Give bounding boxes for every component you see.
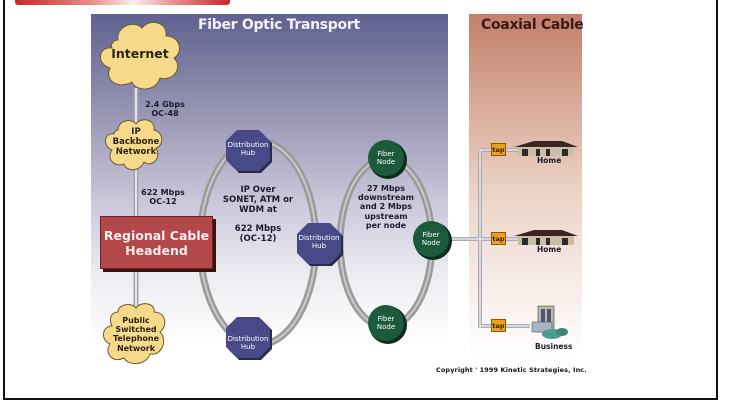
ip-backbone-cloud-icon	[105, 119, 163, 171]
pstn-label-line: Network	[116, 343, 156, 353]
node-ring-description-line: downstream	[358, 193, 414, 203]
fiber-node-top-label: Fiber Node	[366, 150, 406, 166]
headend-label-line: Headend	[125, 242, 188, 258]
distribution-hub-top-label: Distribution Hub	[222, 141, 274, 157]
distribution-hub-bottom-label: Distribution Hub	[222, 335, 274, 351]
distribution-hub-middle-icon	[297, 223, 343, 266]
internet-label: Internet	[111, 46, 169, 61]
fiber-node-right-icon	[413, 221, 452, 260]
ring-description-line: (OC-12)	[239, 234, 277, 245]
fiber-node-right-label: Fiber Node	[411, 231, 451, 247]
node-ring-bandwidth-description: 27 Mbps downstream and 2 Mbps upstream p…	[350, 184, 422, 230]
node-label-line: Node	[376, 158, 396, 167]
hub-label-line: Hub	[240, 149, 256, 158]
home-label: Home	[537, 156, 562, 165]
node-label-line: Node	[376, 323, 396, 332]
node-ring-description-line: 27 Mbps	[366, 184, 406, 193]
hub-label-line: Distribution	[298, 234, 340, 242]
ring-description-line: 622 Mbps	[234, 224, 282, 235]
business-building-icon	[531, 305, 568, 339]
fiber-node-bottom-label: Fiber Node	[366, 315, 406, 331]
copyright-notice: Copyright ' 1999 Kinetic Strategies, Inc…	[436, 366, 587, 374]
link-standard: OC-48	[151, 109, 179, 119]
node-ring-description-line: per node	[365, 220, 407, 230]
link-standard: OC-12	[149, 197, 177, 207]
distribution-hub-bottom-icon	[226, 317, 272, 360]
node-label-line: Node	[421, 239, 441, 248]
ring-description-line: SONET, ATM or	[222, 194, 294, 205]
ip-backbone-label: IP Backbone Network	[106, 127, 166, 157]
ip-backbone-label-line: Network	[115, 146, 157, 157]
internet-cloud-icon	[100, 21, 181, 90]
node-label-line: Fiber	[377, 315, 395, 323]
regional-cable-headend: Regional Cable Headend	[100, 216, 213, 269]
link-speed: 2.4 Gbps	[145, 100, 185, 109]
coax-section-title: Coaxial Cable	[481, 17, 584, 33]
node-ring-description-line: upstream	[364, 211, 408, 221]
pstn-cloud-icon	[103, 303, 166, 364]
fiber-section-title: Fiber Optic Transport	[198, 17, 360, 33]
pstn-label: Public Switched Telephone Network	[104, 316, 168, 353]
home-icon	[514, 230, 578, 245]
backbone-headend-link-label: 622 Mbps OC-12	[138, 188, 188, 206]
pstn-label-line: Public	[122, 316, 150, 325]
hub-label-line: Distribution	[227, 335, 269, 343]
link-speed: 622 Mbps	[141, 188, 185, 197]
ip-backbone-label-line: Backbone	[112, 136, 160, 147]
distribution-hub-middle-label: Distribution Hub	[293, 234, 345, 250]
node-label-line: Fiber	[422, 231, 440, 239]
hub-label-line: Hub	[311, 242, 327, 251]
hub-label-line: Distribution	[227, 141, 269, 149]
node-label-line: Fiber	[377, 150, 395, 158]
headend-label-line: Regional Cable	[103, 227, 210, 243]
ring-description-line: IP Over	[240, 185, 276, 195]
tap-icon: tap	[491, 232, 506, 245]
tap-icon: tap	[491, 319, 506, 332]
internet-backbone-link-label: 2.4 Gbps OC-48	[140, 100, 190, 118]
ring-protocol-description: IP Over SONET, ATM or WDM at 622 Mbps (O…	[213, 185, 303, 245]
pstn-label-line: Telephone	[112, 334, 160, 344]
home-label: Home	[537, 245, 562, 254]
node-ring-description-line: and 2 Mbps	[359, 202, 413, 212]
ip-backbone-label-line: IP	[131, 127, 141, 137]
business-label: Business	[535, 342, 573, 351]
fiber-node-bottom-icon	[368, 305, 407, 344]
page-frame	[3, 0, 718, 400]
distribution-hub-top-icon	[226, 130, 272, 173]
ring-description-line: WDM at	[239, 204, 277, 215]
fiber-node-top-icon	[368, 140, 407, 179]
hub-label-line: Hub	[240, 343, 256, 352]
top-banner	[15, 0, 230, 5]
home-icon	[514, 141, 578, 156]
pstn-label-line: Switched	[115, 325, 157, 335]
coaxial-cable-section	[469, 14, 582, 374]
tap-icon: tap	[491, 143, 506, 156]
